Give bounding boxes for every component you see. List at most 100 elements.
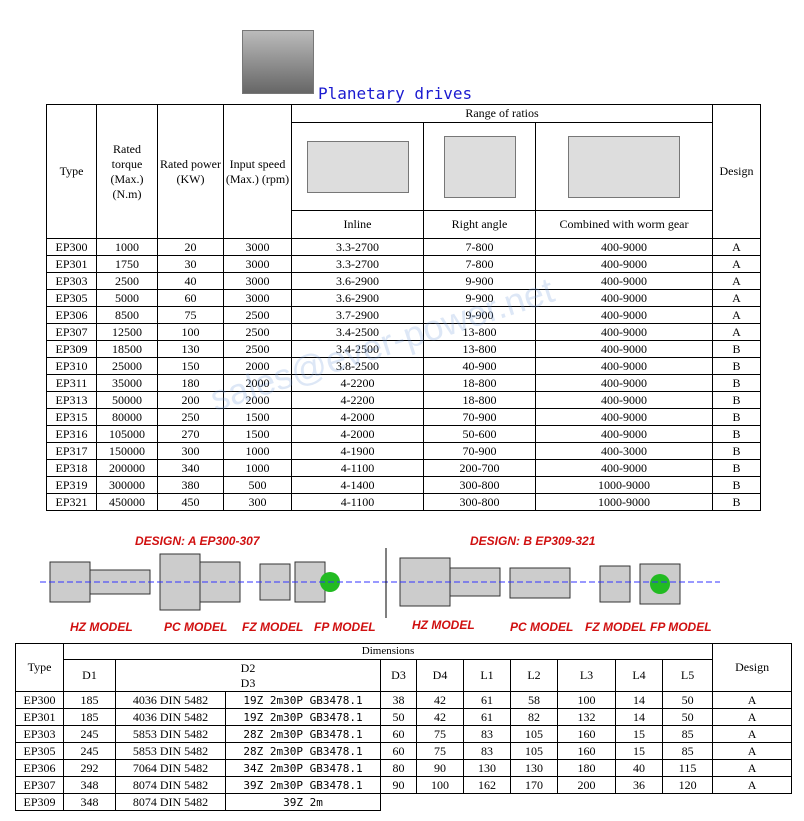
table-cell: EP310: [46, 357, 97, 375]
table-cell: 500: [223, 476, 292, 494]
table-cell: 400-3000: [534, 442, 714, 460]
table-cell: 15: [615, 742, 663, 760]
b-pc-model: PC MODEL: [510, 620, 574, 634]
table-cell: 2500: [223, 306, 292, 324]
table-cell: A: [712, 255, 762, 273]
table-cell: 120: [661, 776, 714, 794]
table-cell: 1000-9000: [534, 493, 714, 511]
table-cell: 300: [157, 442, 224, 460]
table-cell: 20: [157, 238, 224, 256]
table-cell: A: [712, 238, 762, 256]
table-cell: 2500: [223, 323, 292, 341]
table-cell: 4-1400: [291, 476, 424, 494]
table-cell: 28Z 2m30P GB3478.1: [225, 742, 381, 760]
table-cell: 200: [557, 776, 616, 794]
table-cell: 60: [380, 742, 417, 760]
table-cell: 4-1100: [291, 459, 424, 477]
table-cell: 400-9000: [534, 374, 714, 392]
table-cell: EP307: [46, 323, 97, 341]
dim-header-l3: L3: [557, 659, 616, 692]
table-cell: 130: [463, 759, 511, 777]
dim-header-l5: L5: [661, 659, 714, 692]
header-speed: Input speed (Max.) (rpm): [223, 104, 292, 239]
table-cell: 245: [63, 742, 116, 760]
table-cell: 3.6-2900: [291, 272, 424, 290]
table-cell: 50: [380, 708, 417, 726]
table-cell: B: [712, 391, 762, 409]
table-cell: 70-900: [423, 442, 536, 460]
table-cell: EP315: [46, 408, 97, 426]
table-cell: EP318: [46, 459, 97, 477]
table-cell: EP319: [46, 476, 97, 494]
table-cell: 1750: [96, 255, 158, 273]
table-cell: EP309: [46, 340, 97, 358]
table-cell: 19Z 2m30P GB3478.1: [225, 691, 381, 709]
table-cell: B: [712, 476, 762, 494]
table-cell: B: [712, 459, 762, 477]
table-cell: 30: [157, 255, 224, 273]
table-cell: 85: [661, 725, 714, 743]
table-cell: 50: [661, 708, 714, 726]
table-cell: EP311: [46, 374, 97, 392]
table-cell: 400-9000: [534, 289, 714, 307]
table-cell: 75: [157, 306, 224, 324]
table-cell: A: [712, 691, 793, 709]
table-cell: A: [712, 272, 762, 290]
table-cell: A: [712, 725, 793, 743]
a-fz-model: FZ MODEL: [242, 620, 304, 634]
table-cell: EP317: [46, 442, 97, 460]
table-cell: 300-800: [423, 493, 536, 511]
table-cell: 85: [661, 742, 714, 760]
table-cell: 39Z 2m: [225, 793, 381, 811]
table-cell: 5000: [96, 289, 158, 307]
table-cell: 40-900: [423, 357, 536, 375]
table-cell: 4036 DIN 5482: [115, 691, 226, 709]
table-cell: 160: [557, 742, 616, 760]
header-combined: Combined with worm gear: [534, 210, 714, 239]
table-cell: 400-9000: [534, 255, 714, 273]
table-cell: 1000: [223, 442, 292, 460]
b-fp-model: FP MODEL: [650, 620, 712, 634]
table-cell: 200-700: [423, 459, 536, 477]
table-cell: 1000-9000: [534, 476, 714, 494]
table-cell: B: [712, 374, 762, 392]
table-cell: 61: [463, 691, 511, 709]
table-cell: 28Z 2m30P GB3478.1: [225, 725, 381, 743]
table-cell: 348: [63, 776, 116, 794]
table-cell: 1500: [223, 425, 292, 443]
table-cell: 400-9000: [534, 357, 714, 375]
table-cell: A: [712, 742, 793, 760]
dim-header-dimensions: Dimensions: [62, 643, 714, 660]
dim-header-design: Design: [712, 643, 793, 692]
table-cell: B: [712, 493, 762, 511]
table-cell: 3000: [223, 255, 292, 273]
table-cell: 2000: [223, 374, 292, 392]
design-drawings: [40, 548, 720, 618]
table-cell: EP301: [46, 255, 97, 273]
table-cell: 400-9000: [534, 306, 714, 324]
table-cell: 450: [157, 493, 224, 511]
table-cell: 75: [416, 725, 464, 743]
table-cell: 38: [380, 691, 417, 709]
table-cell: 170: [510, 776, 558, 794]
table-cell: 105: [510, 725, 558, 743]
table-cell: 7-800: [423, 255, 536, 273]
table-cell: 19Z 2m30P GB3478.1: [225, 708, 381, 726]
table-cell: 200: [157, 391, 224, 409]
table-cell: 300000: [96, 476, 158, 494]
dimensions-table: Type Dimensions Design D1 D2 D3 D3 D4 L1…: [15, 643, 793, 811]
table-cell: 340: [157, 459, 224, 477]
table-cell: 100: [157, 323, 224, 341]
table-cell: 400-9000: [534, 459, 714, 477]
table-cell: B: [712, 357, 762, 375]
